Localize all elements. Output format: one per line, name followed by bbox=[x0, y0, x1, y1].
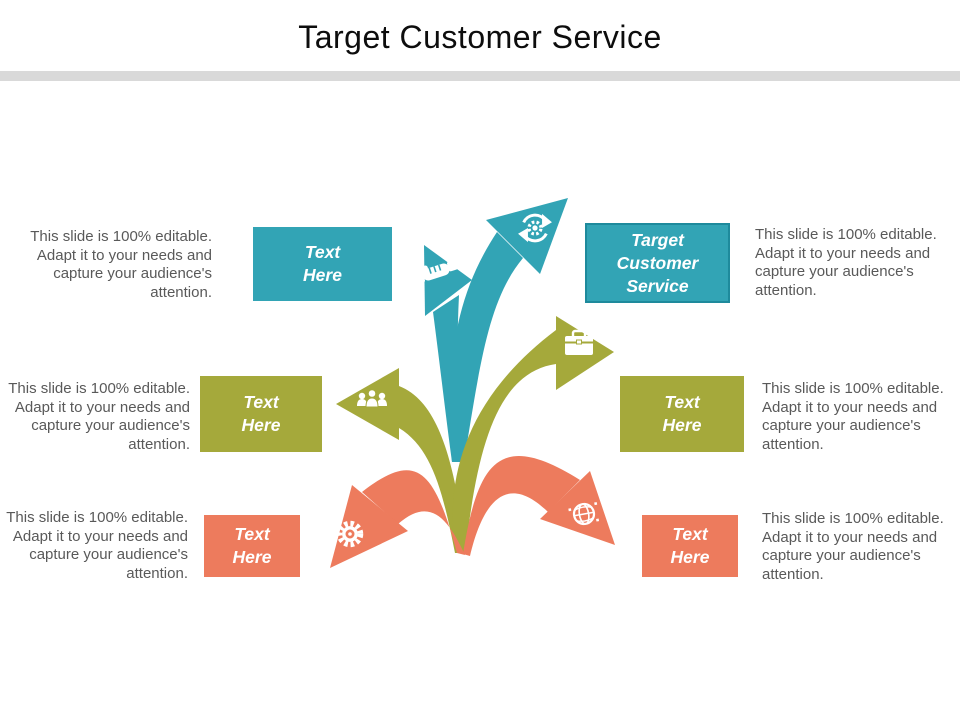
slide-title: Target Customer Service bbox=[298, 19, 662, 55]
arrow-mid-left bbox=[336, 368, 466, 553]
textbox-mid-left-label: Text Here bbox=[241, 392, 281, 435]
title-divider bbox=[0, 71, 960, 81]
team-icon bbox=[357, 389, 387, 408]
arrow-mid-right bbox=[452, 316, 614, 548]
arrow-top-right bbox=[450, 198, 568, 462]
textbox-top-right-label: Target Customer Service bbox=[616, 229, 699, 296]
description-top-left: This slide is 100% editable. Adapt it to… bbox=[30, 228, 212, 301]
textbox-top-right-target-customer-service: Target Customer Service bbox=[585, 223, 730, 303]
sync-process-icon bbox=[518, 213, 552, 243]
globe-icon bbox=[568, 502, 600, 526]
arrow-bottom-left bbox=[330, 470, 465, 568]
textbox-bottom-left: Text Here bbox=[204, 515, 300, 577]
textbox-top-left: Text Here bbox=[253, 227, 392, 301]
description-bottom-right: This slide is 100% editable. Adapt it to… bbox=[762, 510, 944, 583]
textbox-top-left-label: Text Here bbox=[303, 242, 342, 285]
textbox-mid-right: Text Here bbox=[620, 376, 744, 452]
briefcase-icon bbox=[565, 329, 593, 355]
textbox-mid-left: Text Here bbox=[200, 376, 322, 452]
textbox-bottom-right-label: Text Here bbox=[670, 524, 710, 567]
gear-icon bbox=[336, 520, 364, 548]
description-mid-left: This slide is 100% editable. Adapt it to… bbox=[8, 380, 190, 453]
description-bottom-left: This slide is 100% editable. Adapt it to… bbox=[6, 509, 188, 582]
handshake-icon bbox=[414, 260, 458, 284]
textbox-bottom-left-label: Text Here bbox=[232, 524, 272, 567]
description-mid-right: This slide is 100% editable. Adapt it to… bbox=[762, 380, 944, 453]
textbox-mid-right-label: Text Here bbox=[662, 392, 702, 435]
arrow-bottom-right bbox=[463, 456, 615, 556]
description-top-right: This slide is 100% editable. Adapt it to… bbox=[755, 226, 937, 299]
textbox-bottom-right: Text Here bbox=[642, 515, 738, 577]
